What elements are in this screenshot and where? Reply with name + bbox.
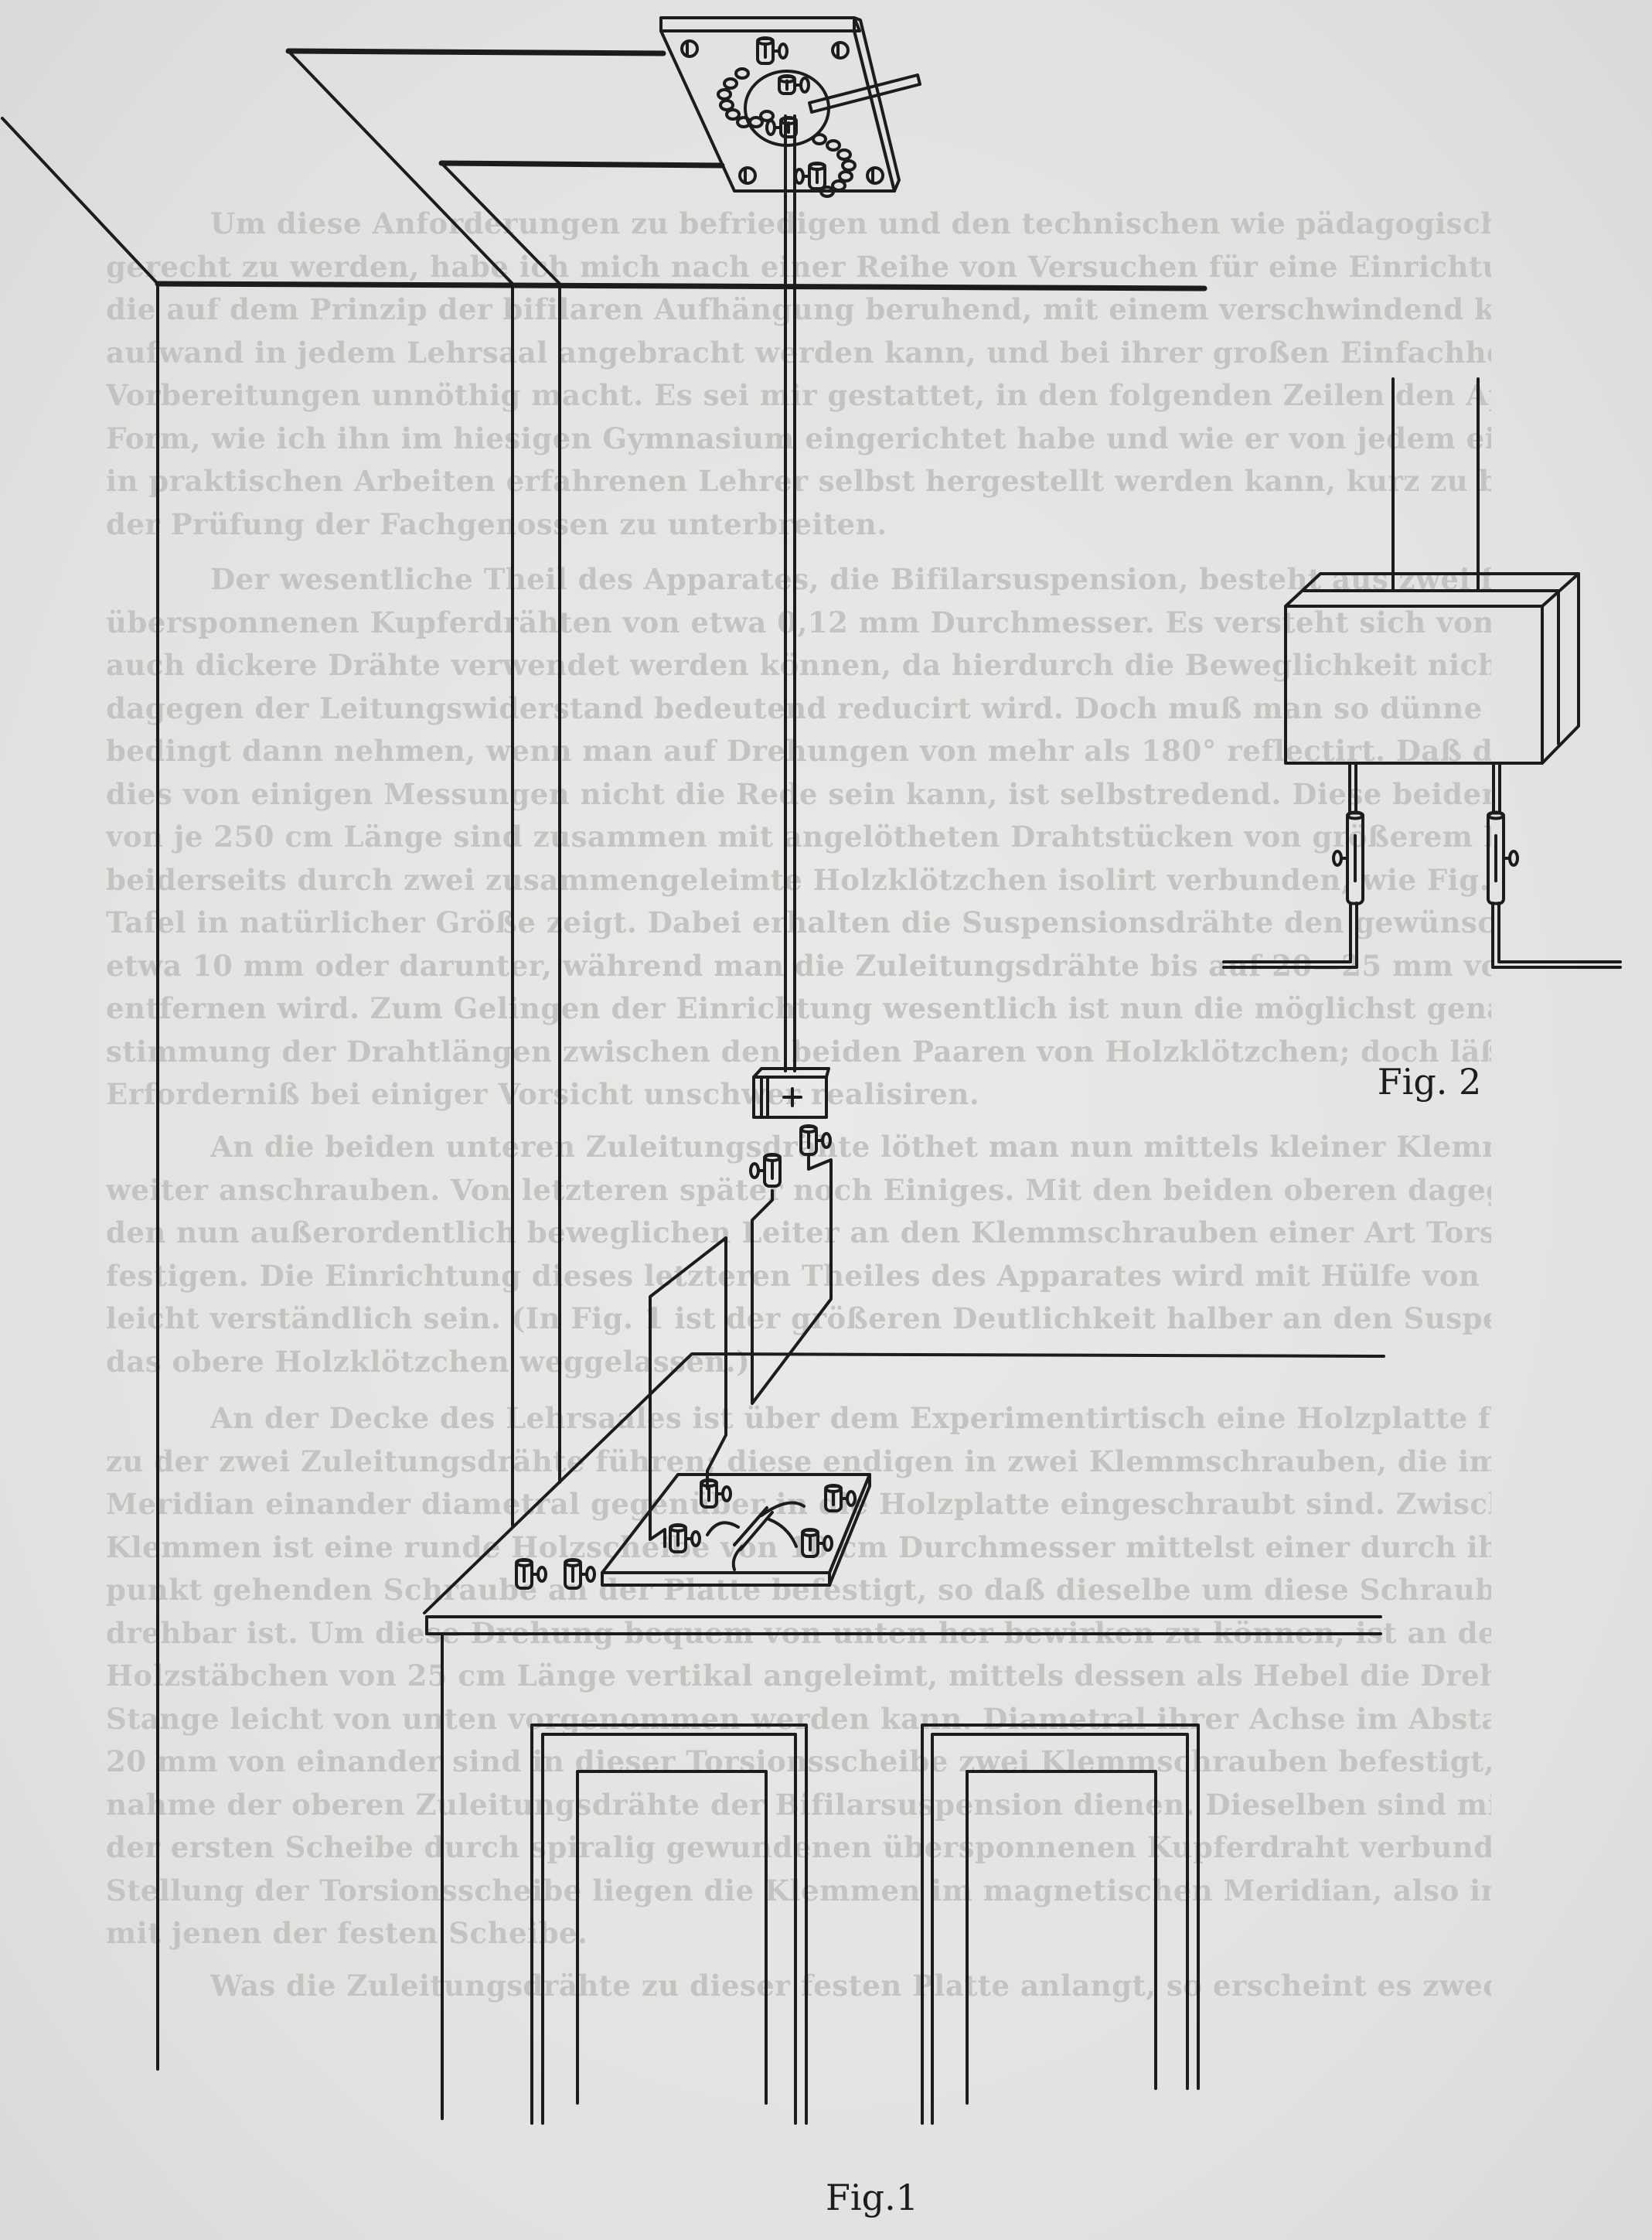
bifilar-conductor xyxy=(649,1154,833,1548)
clamp-screw-icon xyxy=(700,1478,732,1509)
text-line: der Prüfung der Fachgenossen zu unterbre… xyxy=(106,506,887,541)
text-line: den nun außerordentlich beweglichen Leit… xyxy=(106,1215,1491,1250)
clamp-screw-icon xyxy=(778,74,810,95)
clamp-screw-icon xyxy=(799,1124,832,1156)
text-line: Tafel in natürlicher Größe zeigt. Dabei … xyxy=(106,905,1491,939)
show-through-paragraph-4: An der Decke des Lehrsaales ist über dem… xyxy=(106,1397,1491,1955)
text-line: dies von einigen Messungen nicht die Red… xyxy=(106,776,1491,811)
screw-icon xyxy=(680,39,699,58)
text-line: Holzstäbchen von 25 cm Länge vertikal an… xyxy=(106,1659,1491,1693)
text-line: bedingt dann nehmen, wenn man auf Drehun… xyxy=(106,734,1491,768)
text-line: Form, wie ich ihn im hiesigen Gymnasium … xyxy=(106,421,1491,455)
text-line: beiderseits durch zwei zusammengeleimte … xyxy=(106,862,1491,897)
clamp-screw-icon xyxy=(1487,810,1519,905)
screw-icon xyxy=(738,166,757,185)
text-line: übersponnenen Kupferdrähten von etwa 0,1… xyxy=(106,605,1491,639)
commutator xyxy=(706,1501,806,1571)
show-through-paragraph-5: Was die Zuleitungsdrähte zu dieser feste… xyxy=(106,1965,1491,2008)
spiral-loop xyxy=(831,179,846,192)
show-through-paragraph-1: Um diese Anforderungen zu befriedigen un… xyxy=(106,203,1491,546)
text-line: stimmung der Drahtlängen zwischen den be… xyxy=(106,1034,1491,1069)
text-line: punkt gehenden Schraube an der Platte be… xyxy=(106,1573,1491,1607)
text-line: festigen. Die Einrichtung dieses letzter… xyxy=(106,1258,1491,1293)
clamp-screw-icon xyxy=(669,1523,701,1553)
text-line: auch dickere Drähte verwendet werden kön… xyxy=(106,648,1491,682)
spiral-loop xyxy=(725,108,741,121)
spiral-loop xyxy=(734,67,750,80)
spiral-loop xyxy=(812,133,827,145)
text-line: Was die Zuleitungsdrähte zu dieser feste… xyxy=(210,1969,1491,2003)
spiral-loop xyxy=(838,170,853,182)
text-line: in praktischen Arbeiten erfahrenen Lehre… xyxy=(106,464,1491,498)
text-line: von je 250 cm Länge sind zusammen mit an… xyxy=(106,820,1491,854)
text-line: aufwand in jedem Lehrsaal angebracht wer… xyxy=(106,335,1491,370)
figure-1-label: Fig.1 xyxy=(826,2177,918,2218)
text-line: weiter anschrauben. Von letzteren später… xyxy=(106,1172,1491,1207)
text-line: dagegen der Leitungswiderstand bedeutend… xyxy=(106,690,1491,725)
text-line: der ersten Scheibe durch spiralig gewund… xyxy=(106,1830,1491,1864)
text-line: Vorbereitungen unnöthig macht. Es sei mi… xyxy=(106,378,1491,412)
screw-icons xyxy=(680,39,884,185)
spiral-loop xyxy=(723,77,738,90)
text-line: etwa 10 mm oder darunter, während man di… xyxy=(106,948,1491,983)
spiral-loop xyxy=(759,110,775,122)
spiral-loop xyxy=(748,116,764,128)
figure-2-drawing xyxy=(1222,377,1622,969)
text-line: gerecht zu werden, habe ich mich nach ei… xyxy=(106,249,1491,284)
text-line: zu der zwei Zuleitungsdrähte führen; die… xyxy=(106,1444,1491,1478)
suspension-wires xyxy=(784,114,796,1072)
clamp-screw-icon xyxy=(756,36,789,65)
spiral-loop xyxy=(836,148,852,161)
clamp-screw-icon xyxy=(1332,810,1364,905)
ceiling-frame xyxy=(1,48,1207,2071)
clamp-screw-icon xyxy=(749,1153,782,1188)
screw-icon xyxy=(866,166,884,185)
clamp-screw-icon xyxy=(801,1528,833,1558)
text-line: An die beiden unteren Zuleitungsdrähte l… xyxy=(210,1130,1491,1164)
text-line: Stellung der Torsionsscheibe liegen die … xyxy=(106,1873,1491,1908)
text-line: mit jenen der festen Scheibe. xyxy=(106,1916,588,1950)
text-line: nahme der oberen Zuleitungsdrähte der Bi… xyxy=(106,1787,1491,1822)
clamp-screw-icon xyxy=(794,162,826,190)
text-line: Um diese Anforderungen zu befriedigen un… xyxy=(210,206,1491,240)
text-line: Der wesentliche Theil des Apparates, die… xyxy=(210,562,1491,596)
clamp-screw-icon xyxy=(564,1558,596,1590)
spiral-loop xyxy=(719,99,734,111)
text-line: das obere Holzklötzchen weggelassen.) xyxy=(106,1344,751,1379)
torsion-lever xyxy=(808,73,921,114)
base-board xyxy=(601,1473,871,1587)
clamps xyxy=(515,36,1519,1590)
table xyxy=(423,1352,1385,2120)
text-line: Klemmen ist eine runde Holzscheibe von 1… xyxy=(106,1529,1491,1564)
figure-2-label: Fig. 2 xyxy=(1377,1061,1482,1103)
ceiling-plate xyxy=(659,16,901,193)
show-through-paragraph-2: Der wesentliche Theil des Apparates, die… xyxy=(106,558,1491,1117)
spiral-loop xyxy=(841,159,857,172)
spiral-loop xyxy=(826,139,841,152)
spiral-loop xyxy=(717,88,732,101)
clamp-screw-icon xyxy=(515,1558,547,1590)
wire-block xyxy=(752,1067,830,1119)
text-line: An der Decke des Lehrsaales ist über dem… xyxy=(210,1401,1491,1435)
clamp-screw-icon xyxy=(824,1484,857,1512)
text-line: die auf dem Prinzip der bifilaren Aufhän… xyxy=(106,292,1491,326)
show-through-paragraph-3: An die beiden unteren Zuleitungsdrähte l… xyxy=(106,1126,1491,1383)
table-legs xyxy=(530,1723,1200,2125)
text-line: Erforderniß bei einiger Vorsicht unschwe… xyxy=(106,1077,980,1111)
spiral-loop xyxy=(819,186,835,198)
spiral-wire xyxy=(717,67,857,198)
text-line: entfernen wird. Zum Gelingen der Einrich… xyxy=(106,991,1491,1025)
clamp-screw-icon xyxy=(765,116,798,138)
text-line: 20 mm von einander sind in dieser Torsio… xyxy=(106,1744,1491,1778)
screw-icon xyxy=(831,41,850,60)
text-line: leicht verständlich sein. (In Fig. 1 ist… xyxy=(106,1301,1491,1335)
text-line: Stange leicht von unten vorgenommen werd… xyxy=(106,1701,1491,1736)
